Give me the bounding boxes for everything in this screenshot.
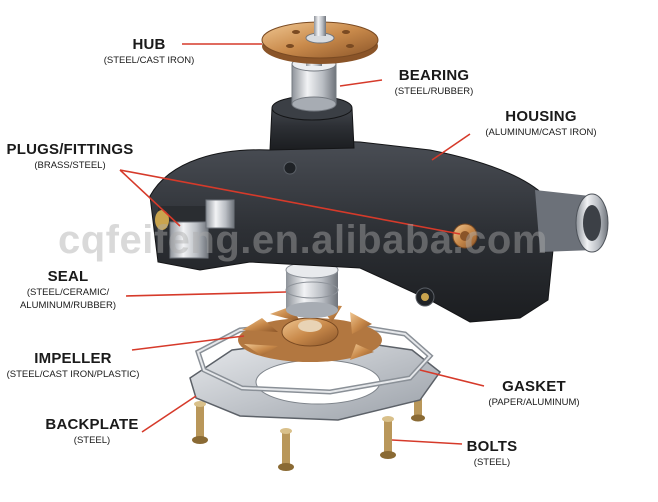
label-bearing: BEARING (STEEL/RUBBER)	[384, 67, 484, 97]
label-plugs-material: (BRASS/STEEL)	[34, 160, 106, 171]
label-backplate: BACKPLATE (STEEL)	[38, 416, 146, 446]
label-seal: SEAL (STEEL/CERAMIC/ ALUMINUM/RUBBER)	[10, 268, 126, 311]
label-impeller: IMPELLER (STEEL/CAST IRON/PLASTIC)	[0, 350, 146, 380]
leader-gasket	[419, 369, 485, 387]
label-backplate-material: (STEEL)	[73, 435, 111, 446]
label-bolts-name: BOLTS	[466, 438, 518, 455]
label-seal-name: SEAL	[47, 268, 89, 285]
leader-lines	[119, 43, 485, 445]
leader-impeller	[131, 335, 245, 351]
leader-backplate	[141, 395, 197, 433]
label-housing: HOUSING (ALUMINUM/CAST IRON)	[466, 108, 616, 138]
label-plugs: PLUGS/FITTINGS (BRASS/STEEL)	[0, 141, 140, 171]
leader-seal	[125, 291, 287, 297]
leader-housing	[431, 133, 471, 161]
leader-plugs-b	[119, 169, 461, 235]
label-seal-material-2: ALUMINUM/RUBBER)	[19, 300, 117, 311]
label-plugs-name: PLUGS/FITTINGS	[6, 141, 134, 158]
label-hub-name: HUB	[132, 36, 166, 53]
label-housing-name: HOUSING	[505, 108, 577, 125]
bolt	[380, 416, 396, 459]
watermark: cqfeifeng.en.alibaba.com	[58, 218, 548, 262]
label-gasket: GASKET (PAPER/ALUMINUM)	[476, 378, 592, 408]
plug-fitting-shape	[155, 199, 235, 259]
seal-shape	[285, 261, 339, 318]
label-gasket-material: (PAPER/ALUMINUM)	[488, 397, 580, 408]
label-bolts-material: (STEEL)	[473, 457, 511, 468]
leader-bolts	[391, 439, 463, 445]
label-bearing-material: (STEEL/RUBBER)	[394, 86, 474, 97]
label-seal-material-1: (STEEL/CERAMIC/	[26, 287, 110, 298]
leader-bearing	[339, 79, 383, 87]
bolt	[192, 401, 208, 444]
label-backplate-name: BACKPLATE	[45, 416, 139, 433]
label-hub-material: (STEEL/CAST IRON)	[103, 55, 195, 66]
label-bolts: BOLTS (STEEL)	[456, 438, 528, 468]
label-bearing-name: BEARING	[398, 67, 470, 84]
leader-plugs-a	[119, 169, 181, 227]
label-hub: HUB (STEEL/CAST IRON)	[82, 36, 216, 66]
label-impeller-name: IMPELLER	[34, 350, 112, 367]
hub-shape	[261, 16, 379, 64]
label-impeller-material: (STEEL/CAST IRON/PLASTIC)	[6, 369, 140, 380]
backplate-center-hole	[255, 359, 381, 405]
label-gasket-name: GASKET	[502, 378, 566, 395]
bolt	[278, 428, 294, 471]
label-housing-material: (ALUMINUM/CAST IRON)	[485, 127, 597, 138]
